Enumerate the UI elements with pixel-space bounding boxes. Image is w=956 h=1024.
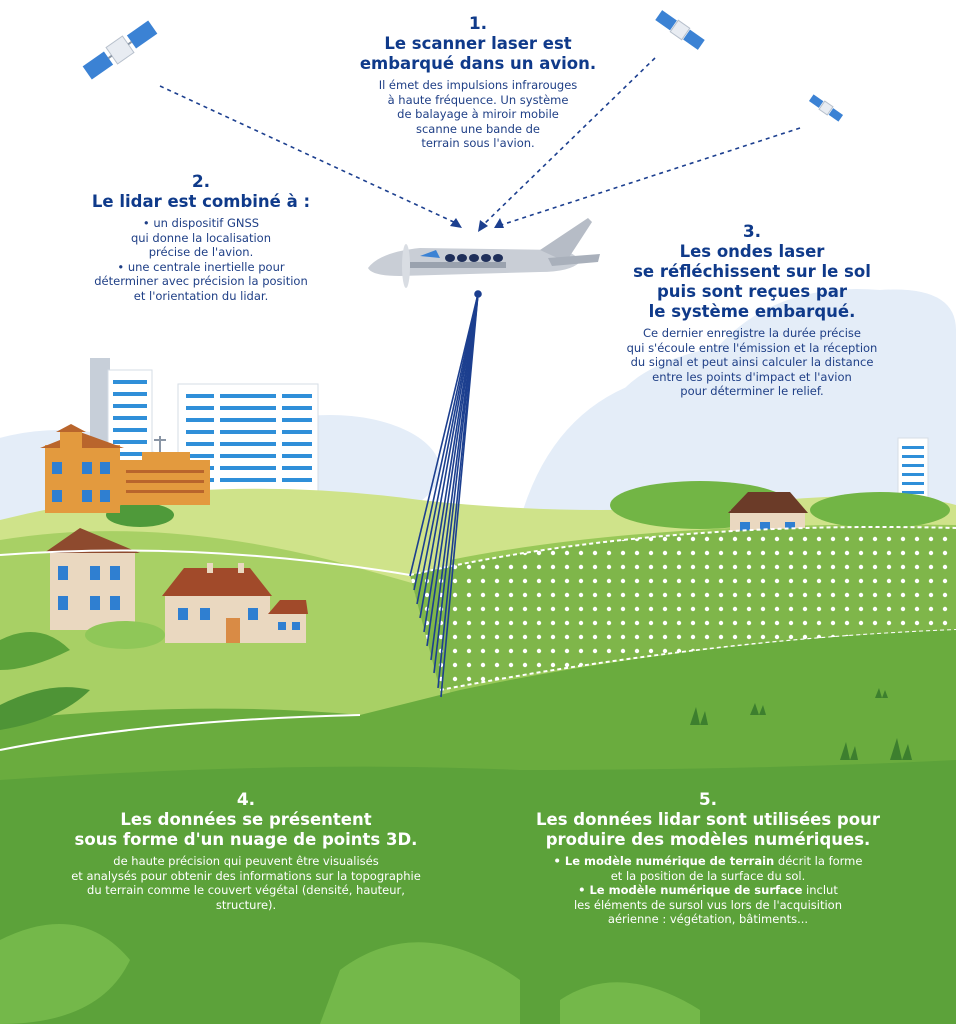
step-3-body-line: entre les points d'impact et l'avion bbox=[652, 369, 852, 384]
step-1: 1. Le scanner laser est embarqué dans un… bbox=[330, 14, 626, 151]
mnt-line-2: et la position de la surface du sol. bbox=[610, 868, 806, 883]
step-4: 4. Les données se présentent sous forme … bbox=[56, 790, 436, 912]
step-3-body-line: du signal et peut ainsi calculer la dist… bbox=[630, 355, 874, 369]
satellite-icon-2 bbox=[655, 10, 705, 50]
step-3-title-line: puis sont reçues par bbox=[656, 282, 847, 301]
step-4-body-line: de haute précision qui peuvent être visu… bbox=[113, 854, 379, 868]
left-houses bbox=[44, 528, 308, 649]
step-3-body-line: pour déterminer le relief. bbox=[680, 384, 824, 398]
step-4-title-line: sous forme d'un nuage de points 3D. bbox=[74, 830, 418, 849]
step-2-number: 2. bbox=[191, 172, 211, 192]
step-2: 2. Le lidar est combiné à : • un disposi… bbox=[70, 172, 332, 303]
step-3-body-line: qui s'écoule entre l'émission et la réce… bbox=[626, 340, 878, 355]
step-5-title-line: Les données lidar sont utilisées pour bbox=[536, 810, 880, 829]
step-1-body-line: terrain sous l'avion. bbox=[421, 136, 535, 150]
airplane-icon bbox=[368, 218, 600, 288]
step-3-title-line: Les ondes laser bbox=[679, 242, 825, 261]
step-1-title-line: embarqué dans un avion. bbox=[359, 54, 597, 73]
step-2-body-line: qui donne la localisation bbox=[130, 230, 272, 245]
mns-label: • Le modèle numérique de surface bbox=[578, 883, 803, 897]
step-3-body-line: Ce dernier enregistre la durée précise bbox=[643, 326, 861, 340]
step-3-title-line: le système embarqué. bbox=[648, 302, 856, 321]
satellite-icon bbox=[82, 20, 158, 80]
step-3: 3. Les ondes laser se réfléchissent sur … bbox=[616, 222, 888, 399]
mns-line-3: aérienne : végétation, bâtiments... bbox=[607, 912, 809, 926]
step-1-body-line: de balayage à miroir mobile bbox=[397, 107, 559, 121]
step-4-body-line: et analysés pour obtenir des information… bbox=[71, 868, 421, 883]
step-3-number: 3. bbox=[742, 222, 762, 242]
step-3-title-line: se réfléchissent sur le sol bbox=[633, 262, 871, 281]
orange-house bbox=[40, 424, 210, 513]
step-4-body-line: structure). bbox=[215, 897, 277, 912]
step-2-body-line: • un dispositif GNSS bbox=[142, 216, 260, 230]
step-2-body-line: et l'orientation du lidar. bbox=[133, 288, 269, 303]
step-4-title-line: Les données se présentent bbox=[120, 810, 372, 829]
step-5: 5. Les données lidar sont utilisées pour… bbox=[530, 790, 886, 927]
step-2-body-line: déterminer avec précision la position bbox=[94, 274, 308, 288]
step-1-body-line: Il émet des impulsions infrarouges bbox=[378, 78, 578, 92]
step-1-body-line: scanne une bande de bbox=[415, 121, 541, 136]
mnt-text: décrit la forme bbox=[774, 854, 863, 868]
step-5-title-line: produire des modèles numériques. bbox=[545, 830, 871, 849]
step-1-number: 1. bbox=[468, 14, 488, 34]
mns-text: inclut bbox=[802, 883, 838, 897]
mns-line-2: les éléments de sursol vus lors de l'acq… bbox=[573, 897, 842, 912]
point-cloud bbox=[409, 525, 956, 691]
step-5-mns-line: • Le modèle numérique de surface inclut bbox=[530, 883, 886, 898]
step-5-mnt-line: • Le modèle numérique de terrain décrit … bbox=[530, 854, 886, 869]
gnss-signals bbox=[159, 57, 801, 227]
foreground-hills bbox=[0, 630, 956, 1024]
satellite-icon-3 bbox=[808, 94, 844, 122]
step-5-number: 5. bbox=[698, 790, 718, 810]
signal-arrowheads bbox=[450, 218, 504, 232]
mnt-label: • Le modèle numérique de terrain bbox=[553, 854, 775, 868]
step-1-body-line: à haute fréquence. Un système bbox=[387, 92, 569, 107]
step-2-title-line: Le lidar est combiné à : bbox=[91, 192, 311, 211]
profile-line bbox=[0, 549, 411, 576]
laser-beams bbox=[409, 290, 482, 698]
step-4-body-line: du terrain comme le couvert végétal (den… bbox=[87, 883, 405, 897]
step-1-title-line: Le scanner laser est bbox=[384, 34, 572, 53]
step-2-body-line: • une centrale inertielle pour bbox=[117, 259, 285, 274]
step-2-body-line: précise de l'avion. bbox=[148, 245, 254, 259]
step-4-number: 4. bbox=[236, 790, 256, 810]
